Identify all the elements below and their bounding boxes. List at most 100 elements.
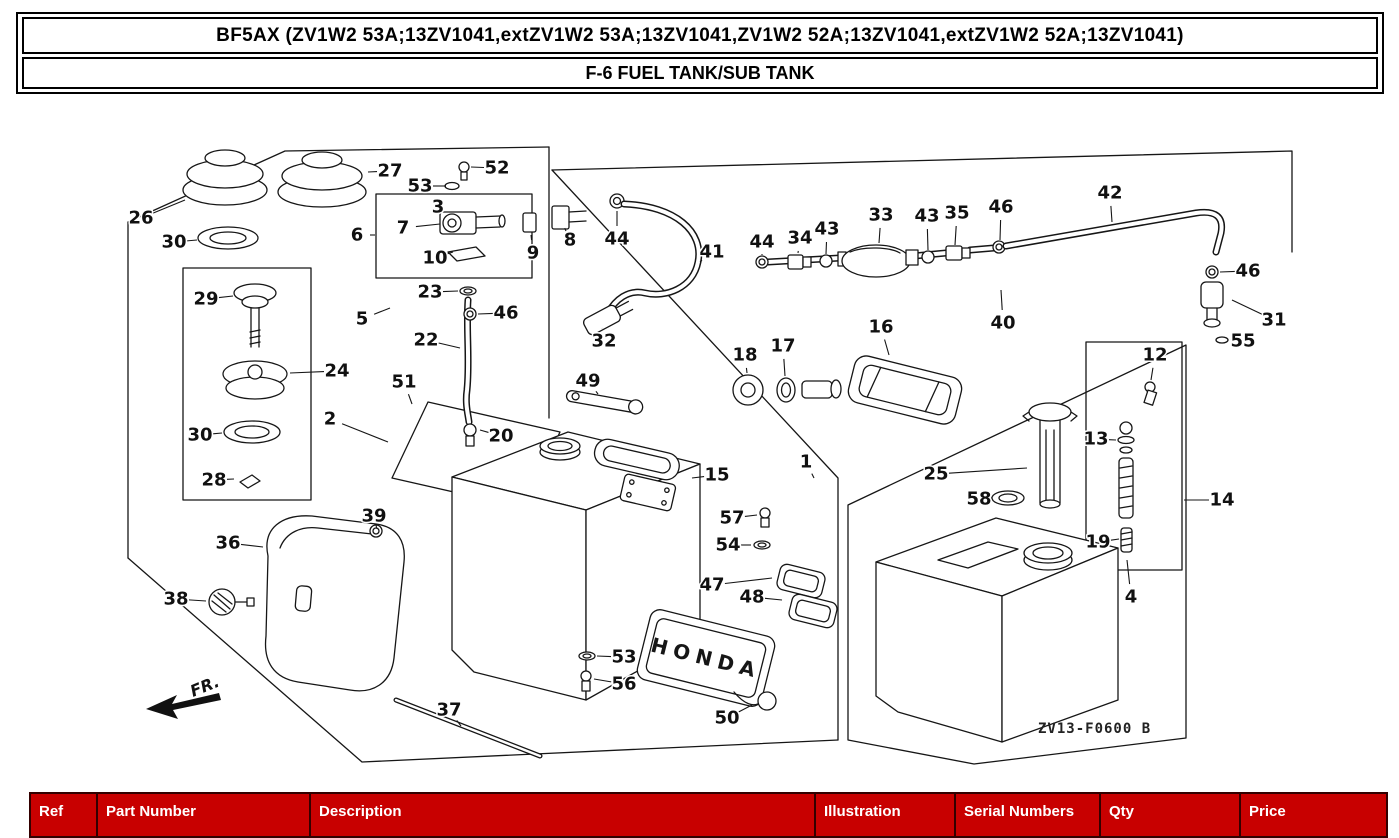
callout-leader-line — [927, 229, 928, 250]
sub-fuel-tank — [876, 518, 1118, 742]
parts-diagram: HONDA FR. ZV13-F060 — [0, 0, 1399, 818]
part-callout-1: 1 — [800, 452, 813, 473]
parts-table-header-qty: Qty — [1101, 794, 1241, 836]
fuel-filler-cap-27 — [278, 152, 366, 207]
part-callout-31: 31 — [1261, 310, 1286, 331]
callout-leader-line — [416, 224, 440, 227]
part-callout-4: 4 — [1125, 587, 1138, 608]
parts-table-header-part-number: Part Number — [98, 794, 311, 836]
callout-leader-line — [374, 308, 390, 314]
part-callout-27: 27 — [377, 161, 402, 182]
part-callout-55: 55 — [1230, 331, 1255, 352]
part-callout-30: 30 — [161, 232, 186, 253]
part-callout-44: 44 — [749, 232, 774, 253]
part-callout-51: 51 — [391, 372, 416, 393]
part-callout-34: 34 — [787, 228, 812, 249]
part-callout-43: 43 — [914, 206, 939, 227]
callout-leader-line — [812, 474, 814, 478]
callout-leader-line — [1111, 206, 1112, 222]
cover-knob-38 — [209, 589, 254, 615]
part-callout-25: 25 — [923, 464, 948, 485]
part-callout-53: 53 — [611, 647, 636, 668]
part-callout-56: 56 — [611, 674, 636, 695]
callout-leader-line — [1127, 560, 1130, 584]
callout-leader-line — [765, 598, 782, 600]
callout-leader-line — [596, 391, 598, 394]
part-callout-41: 41 — [699, 242, 724, 263]
callout-leader-line — [1220, 271, 1235, 272]
callout-leader-line — [219, 296, 233, 298]
part-callout-46: 46 — [493, 303, 518, 324]
part-callout-36: 36 — [215, 533, 240, 554]
drawing-code: ZV13-F0600 B — [1038, 721, 1151, 737]
fuel-joint-parts — [523, 194, 624, 232]
part-callout-32: 32 — [591, 331, 616, 352]
fuel-meter-assembly — [223, 284, 287, 488]
callout-leader-line — [885, 339, 889, 355]
part-callout-18: 18 — [732, 345, 757, 366]
part-callout-8: 8 — [564, 230, 577, 251]
callout-leader-line — [746, 368, 747, 373]
fuel-connector-assembly — [733, 353, 964, 426]
front-cover-36 — [266, 516, 405, 691]
callout-leader-line — [480, 430, 489, 432]
part-callout-53: 53 — [407, 176, 432, 197]
part-callout-37: 37 — [436, 700, 461, 721]
part-callout-2: 2 — [324, 409, 337, 430]
part-callout-23: 23 — [417, 282, 442, 303]
part-callout-7: 7 — [397, 218, 410, 239]
fuel-tube-41 — [608, 204, 699, 313]
part-callout-6: 6 — [351, 225, 364, 246]
fuel-strainer-assembly — [1118, 382, 1157, 552]
part-callout-52: 52 — [484, 158, 509, 179]
part-callout-42: 42 — [1097, 183, 1122, 204]
part-callout-10: 10 — [422, 248, 447, 269]
callout-leader-line — [408, 394, 412, 404]
part-callout-54: 54 — [715, 535, 740, 556]
part-callout-58: 58 — [966, 489, 991, 510]
callout-leader-line — [471, 167, 484, 168]
parts-table-header-illustration: Illustration — [816, 794, 956, 836]
part-callout-39: 39 — [361, 506, 386, 527]
honda-label-plate: HONDA — [635, 608, 777, 709]
part-callout-33: 33 — [868, 205, 893, 226]
part-callout-24: 24 — [324, 361, 349, 382]
callout-leader-line — [241, 544, 263, 547]
callout-leader-line — [955, 226, 956, 245]
part-callout-13: 13 — [1083, 429, 1108, 450]
part-callout-57: 57 — [719, 508, 744, 529]
fuel-filler-cap-26 — [183, 150, 267, 249]
callout-leader-line — [1111, 539, 1119, 540]
callout-leader-line — [342, 424, 388, 442]
part-callout-17: 17 — [770, 336, 795, 357]
part-callout-38: 38 — [163, 589, 188, 610]
part-callout-30: 30 — [187, 425, 212, 446]
part-callout-44: 44 — [604, 229, 629, 250]
callout-leader-line — [1001, 290, 1002, 310]
tube-37 — [396, 700, 540, 756]
callout-leader-line — [725, 578, 772, 583]
part-callout-29: 29 — [193, 289, 218, 310]
callout-leader-line — [153, 200, 185, 213]
callout-leader-line — [531, 235, 532, 240]
callout-leader-line — [745, 515, 757, 516]
front-direction-arrow: FR. — [146, 672, 222, 719]
part-callout-46: 46 — [1235, 261, 1260, 282]
part-callout-46: 46 — [988, 197, 1013, 218]
callout-leader-line — [784, 359, 785, 376]
part-callout-20: 20 — [488, 426, 513, 447]
part-callout-26: 26 — [128, 208, 153, 229]
callout-leader-line — [1232, 300, 1262, 314]
part-callout-48: 48 — [739, 587, 764, 608]
part-callout-3: 3 — [432, 197, 445, 218]
part-callout-47: 47 — [699, 575, 724, 596]
part-callout-19: 19 — [1085, 532, 1110, 553]
parts-table-header-ref: Ref — [31, 794, 98, 836]
callout-leader-line — [290, 372, 324, 373]
part-callout-5: 5 — [356, 309, 369, 330]
part-callout-14: 14 — [1209, 490, 1234, 511]
callout-leader-line — [1000, 220, 1001, 240]
callout-leader-line — [189, 600, 206, 601]
part-callout-35: 35 — [944, 203, 969, 224]
part-callout-28: 28 — [201, 470, 226, 491]
